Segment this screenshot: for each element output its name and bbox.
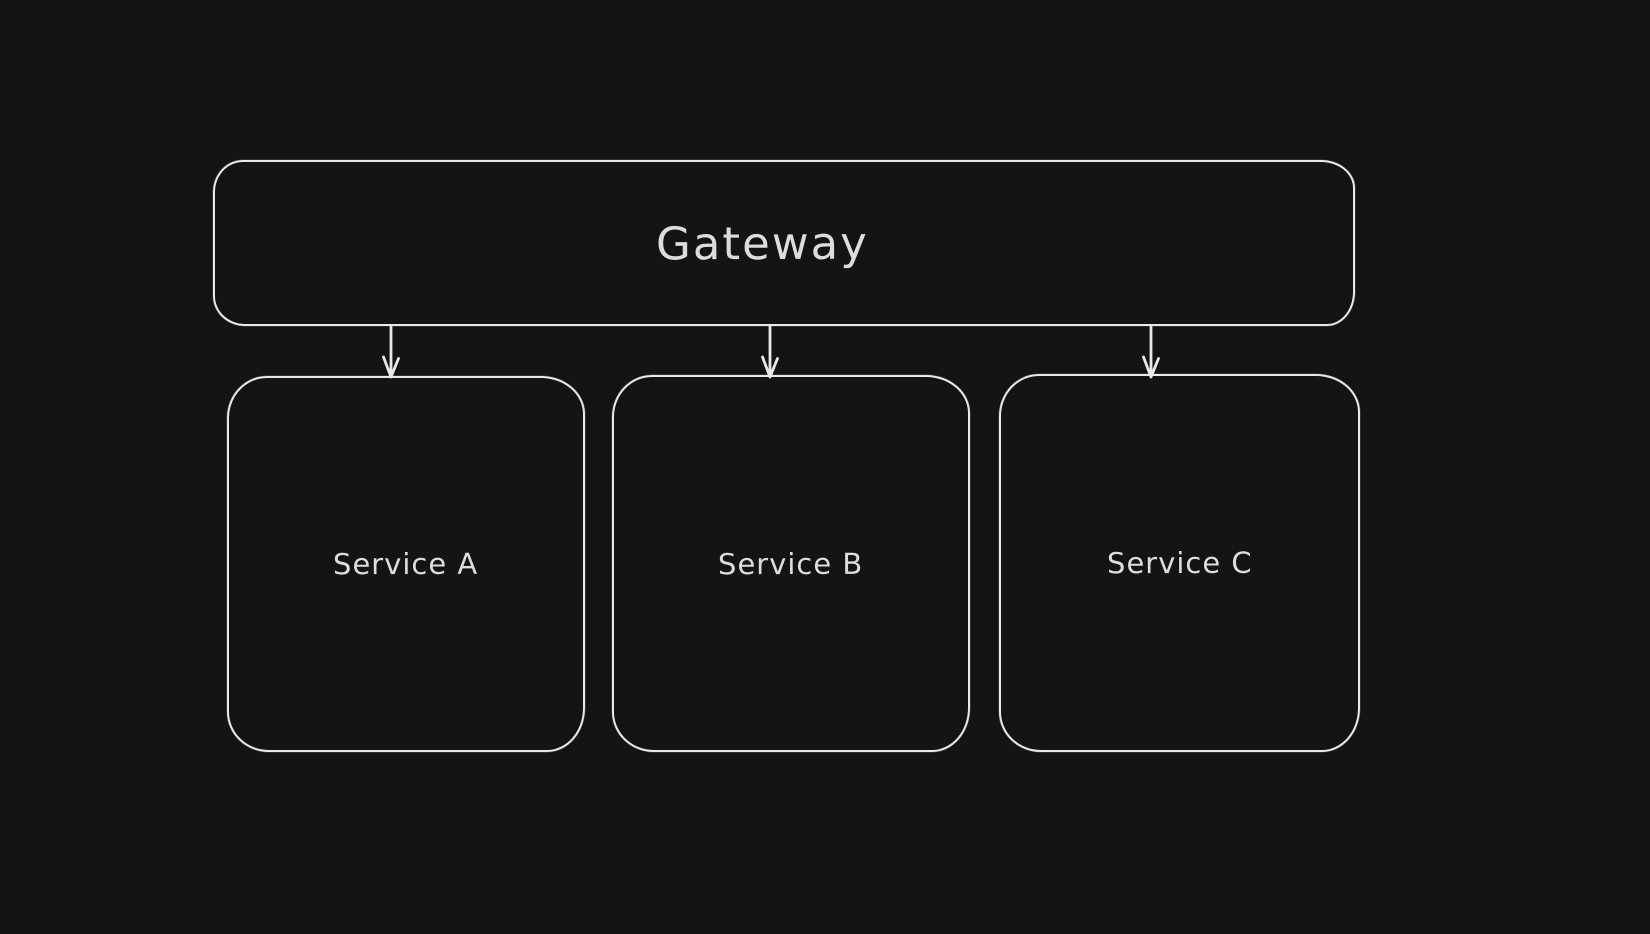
node-service-c-label: Service C [1106,545,1253,581]
node-service-a-label: Service A [333,546,479,582]
node-service-c[interactable]: Service C [999,374,1360,752]
node-service-b[interactable]: Service B [612,375,970,752]
arrow-gateway-to-service-c-icon[interactable] [1136,326,1166,380]
node-gateway-label: Gateway [655,216,869,270]
arrow-gateway-to-service-a-icon[interactable] [376,326,406,380]
node-service-a[interactable]: Service A [227,376,585,752]
node-service-b-label: Service B [718,546,864,581]
node-gateway[interactable]: Gateway [213,160,1355,326]
arrow-gateway-to-service-b-icon[interactable] [755,326,785,380]
